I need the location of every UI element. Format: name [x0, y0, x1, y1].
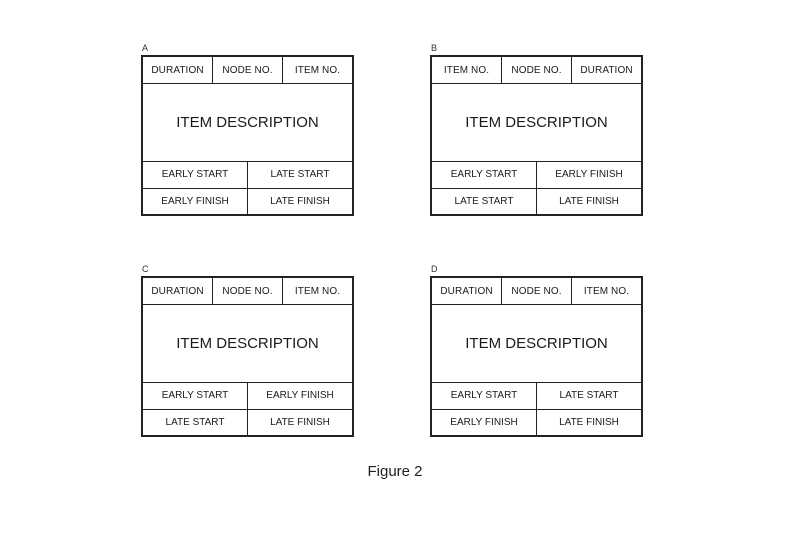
top-cell: NODE NO.	[502, 278, 572, 304]
bottom-cell: EARLY START	[143, 162, 248, 188]
top-row: DURATION NODE NO. ITEM NO.	[143, 278, 352, 305]
bottom-row: LATE START LATE FINISH	[432, 187, 641, 214]
node-box: ITEM NO. NODE NO. DURATION ITEM DESCRIPT…	[430, 55, 643, 216]
panel-b: B ITEM NO. NODE NO. DURATION ITEM DESCRI…	[430, 43, 643, 216]
item-description: ITEM DESCRIPTION	[432, 305, 641, 383]
bottom-cell: EARLY START	[432, 162, 537, 188]
bottom-cell: LATE FINISH	[270, 195, 330, 207]
item-description: ITEM DESCRIPTION	[432, 84, 641, 162]
panel-c: C DURATION NODE NO. ITEM NO. ITEM DESCRI…	[141, 264, 354, 437]
bottom-row: EARLY FINISH LATE FINISH	[143, 187, 352, 214]
bottom-row: LATE START LATE FINISH	[143, 408, 352, 435]
top-cell: ITEM NO.	[583, 285, 630, 297]
bottom-cell: EARLY START	[143, 383, 248, 409]
node-box: DURATION NODE NO. ITEM NO. ITEM DESCRIPT…	[141, 276, 354, 437]
item-description: ITEM DESCRIPTION	[143, 84, 352, 162]
top-cell: ITEM NO.	[432, 57, 502, 83]
panel-d: D DURATION NODE NO. ITEM NO. ITEM DESCRI…	[430, 264, 643, 437]
top-cell: DURATION	[143, 278, 213, 304]
bottom-cell: LATE START	[270, 169, 330, 181]
panel-letter: C	[142, 264, 149, 274]
bottom-row: EARLY START EARLY FINISH	[432, 162, 641, 188]
node-box: DURATION NODE NO. ITEM NO. ITEM DESCRIPT…	[430, 276, 643, 437]
bottom-row: EARLY START EARLY FINISH	[143, 383, 352, 409]
top-row: DURATION NODE NO. ITEM NO.	[143, 57, 352, 84]
top-cell: ITEM NO.	[294, 285, 341, 297]
bottom-cell: EARLY FINISH	[555, 169, 623, 181]
bottom-cell: EARLY FINISH	[143, 188, 248, 214]
top-row: ITEM NO. NODE NO. DURATION	[432, 57, 641, 84]
top-cell: NODE NO.	[213, 57, 283, 83]
figure-caption: Figure 2	[367, 463, 423, 480]
bottom-cell: LATE START	[143, 409, 248, 435]
bottom-cell: EARLY FINISH	[266, 390, 334, 402]
top-cell: NODE NO.	[502, 57, 572, 83]
top-row: DURATION NODE NO. ITEM NO.	[432, 278, 641, 305]
top-cell: ITEM NO.	[294, 64, 341, 76]
bottom-cell: EARLY FINISH	[432, 409, 537, 435]
bottom-row: EARLY FINISH LATE FINISH	[432, 408, 641, 435]
panel-a: A DURATION NODE NO. ITEM NO. ITEM DESCRI…	[141, 43, 354, 216]
bottom-row: EARLY START LATE START	[432, 383, 641, 409]
item-description: ITEM DESCRIPTION	[143, 305, 352, 383]
top-cell: DURATION	[143, 57, 213, 83]
bottom-cell: LATE START	[559, 390, 619, 402]
bottom-cell: LATE FINISH	[270, 416, 330, 428]
top-cell: DURATION	[580, 64, 633, 76]
top-cell: NODE NO.	[213, 278, 283, 304]
bottom-cell: LATE FINISH	[559, 195, 619, 207]
panel-letter: A	[142, 43, 149, 53]
bottom-cell: EARLY START	[432, 383, 537, 409]
top-cell: DURATION	[432, 278, 502, 304]
bottom-cell: LATE START	[432, 188, 537, 214]
bottom-row: EARLY START LATE START	[143, 162, 352, 188]
panel-letter: D	[431, 264, 438, 274]
panel-letter: B	[431, 43, 438, 53]
node-box: DURATION NODE NO. ITEM NO. ITEM DESCRIPT…	[141, 55, 354, 216]
bottom-cell: LATE FINISH	[559, 416, 619, 428]
